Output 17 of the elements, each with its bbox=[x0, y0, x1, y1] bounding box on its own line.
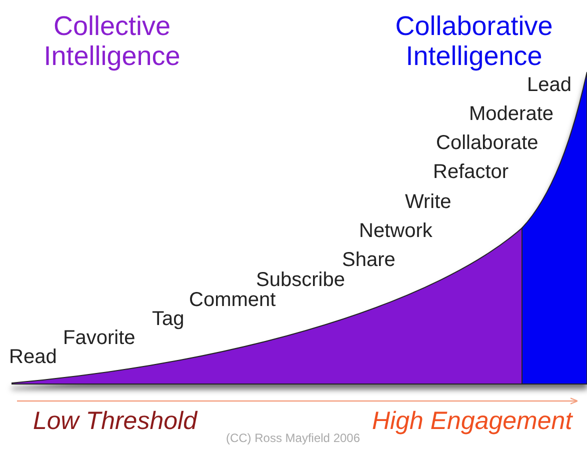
axis-label: Low Threshold bbox=[33, 408, 197, 436]
activity-label: Refactor bbox=[433, 161, 509, 183]
activity-label: Subscribe bbox=[256, 269, 345, 291]
activity-label: Read bbox=[9, 346, 57, 368]
activity-label: Write bbox=[405, 191, 452, 213]
activity-label: Collaborate bbox=[436, 132, 538, 154]
activity-label: Tag bbox=[152, 308, 184, 330]
activity-label: Share bbox=[342, 249, 396, 271]
activity-label: Favorite bbox=[63, 327, 136, 349]
activity-label: Comment bbox=[189, 289, 276, 311]
heading: Collective Intelligence bbox=[42, 12, 182, 72]
activity-label: Network bbox=[359, 220, 432, 242]
activity-label: Lead bbox=[527, 74, 572, 96]
copyright-note: (CC) Ross Mayfield 2006 bbox=[224, 432, 362, 446]
heading: Collaborative Intelligence bbox=[394, 12, 554, 72]
activity-label: Moderate bbox=[469, 103, 554, 125]
axis-label: High Engagement bbox=[372, 408, 572, 436]
